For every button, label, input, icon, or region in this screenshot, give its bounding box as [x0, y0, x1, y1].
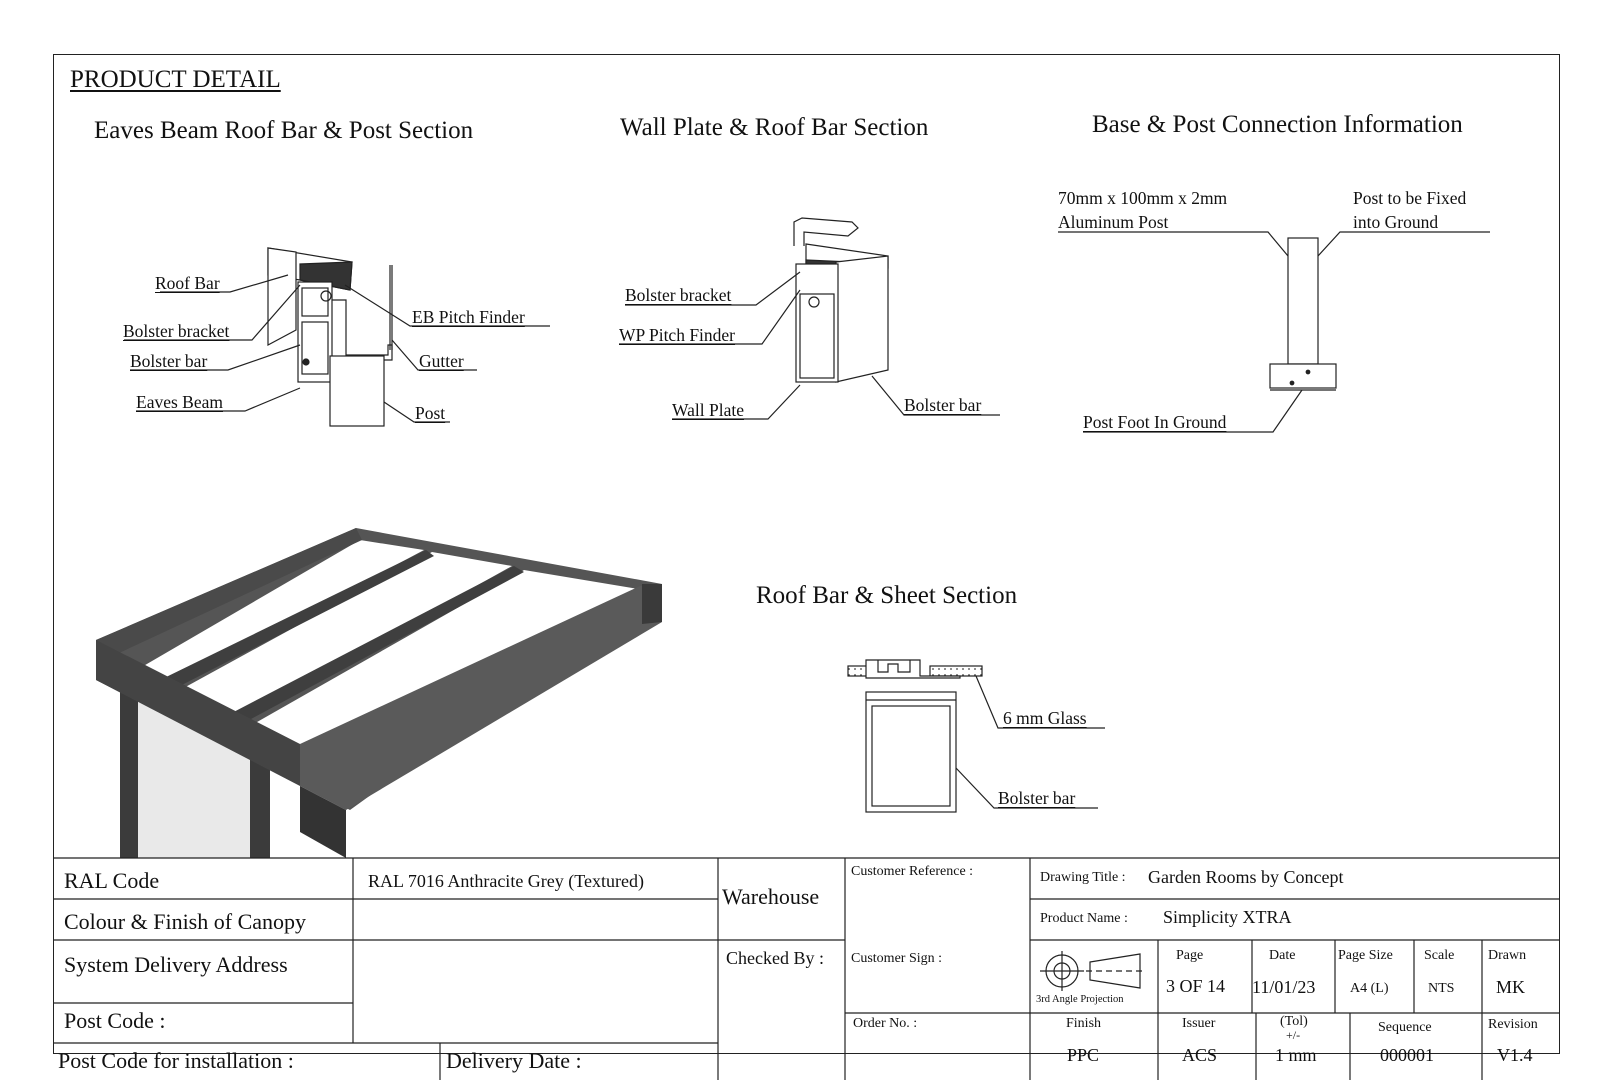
issuer-value: ACS	[1182, 1045, 1218, 1065]
drawing-title-label: Drawing Title :	[1040, 870, 1126, 885]
scale-label: Scale	[1424, 948, 1455, 963]
sequence-label: Sequence	[1378, 1020, 1432, 1035]
sequence-value: 000001	[1380, 1045, 1434, 1065]
scale-value: NTS	[1428, 981, 1455, 996]
ral-code-value: RAL 7016 Anthracite Grey (Textured)	[368, 871, 644, 891]
label-eb-pitch-finder: EB Pitch Finder	[412, 307, 525, 327]
label-wp-bolster-bracket: Bolster bracket	[625, 285, 732, 305]
post-code-install-label: Post Code for installation :	[58, 1048, 294, 1073]
post-code-label: Post Code :	[64, 1008, 166, 1033]
product-name-value: Simplicity XTRA	[1163, 907, 1292, 927]
revision-label: Revision	[1488, 1017, 1538, 1032]
tol-sub: +/-	[1286, 1028, 1301, 1042]
wall-plate-section-title: Wall Plate & Roof Bar Section	[620, 114, 929, 141]
projection-label: 3rd Angle Projection	[1036, 994, 1124, 1005]
product-name-label: Product Name :	[1040, 911, 1128, 926]
drawing-title-value: Garden Rooms by Concept	[1148, 867, 1344, 887]
base-section-title: Base & Post Connection Information	[1092, 111, 1463, 138]
customer-sign-label: Customer Sign :	[851, 951, 943, 966]
label-bolster-bracket: Bolster bracket	[123, 321, 230, 341]
label-fixed-1: Post to be Fixed	[1353, 188, 1467, 208]
label-post-foot: Post Foot In Ground	[1083, 412, 1227, 432]
page-title: PRODUCT DETAIL	[70, 66, 281, 93]
delivery-date-label: Delivery Date :	[446, 1048, 582, 1073]
warehouse-label: Warehouse	[722, 884, 820, 909]
finish-value: PPC	[1067, 1045, 1100, 1065]
label-post-spec-1: 70mm x 100mm x 2mm	[1058, 188, 1228, 208]
page-size-label: Page Size	[1338, 948, 1393, 963]
customer-reference-label: Customer Reference :	[851, 864, 974, 879]
label-post: Post	[415, 403, 446, 423]
eaves-section-title: Eaves Beam Roof Bar & Post Section	[94, 117, 474, 144]
date-value: 11/01/23	[1252, 977, 1316, 997]
label-eaves-beam: Eaves Beam	[136, 392, 223, 412]
finish-label: Finish	[1066, 1016, 1102, 1031]
page-size-value: A4 (L)	[1350, 981, 1389, 996]
label-wp-bolster-bar: Bolster bar	[904, 395, 982, 415]
label-bolster-bar: Bolster bar	[130, 351, 208, 371]
drawn-value: MK	[1496, 977, 1526, 997]
delivery-address-label: System Delivery Address	[64, 952, 288, 977]
page-value: 3 OF 14	[1166, 976, 1226, 996]
label-6mm-glass: 6 mm Glass	[1003, 708, 1087, 728]
label-wp-pitch-finder: WP Pitch Finder	[619, 325, 736, 345]
label-wall-plate: Wall Plate	[672, 400, 744, 420]
label-post-spec-2: Aluminum Post	[1058, 212, 1169, 232]
order-no-label: Order No. :	[853, 1016, 918, 1031]
projection-symbol-icon	[1040, 951, 1146, 991]
revision-value: V1.4	[1497, 1045, 1533, 1065]
label-gutter: Gutter	[419, 351, 464, 371]
label-rs-bolster-bar: Bolster bar	[998, 788, 1076, 808]
page-label: Page	[1176, 948, 1204, 963]
label-roof-bar: Roof Bar	[155, 273, 220, 293]
date-label: Date	[1269, 948, 1296, 963]
label-fixed-2: into Ground	[1353, 212, 1439, 232]
tol-value: 1 mm	[1275, 1045, 1317, 1065]
roof-sheet-section-title: Roof Bar & Sheet Section	[756, 582, 1018, 609]
issuer-label: Issuer	[1182, 1016, 1216, 1031]
drawn-label: Drawn	[1488, 948, 1527, 963]
ral-code-label: RAL Code	[64, 868, 160, 893]
tol-label: (Tol)	[1280, 1014, 1308, 1029]
drawing-frame	[53, 54, 1560, 1054]
checked-by-label: Checked By :	[726, 948, 824, 968]
colour-finish-label: Colour & Finish of Canopy	[64, 909, 307, 934]
